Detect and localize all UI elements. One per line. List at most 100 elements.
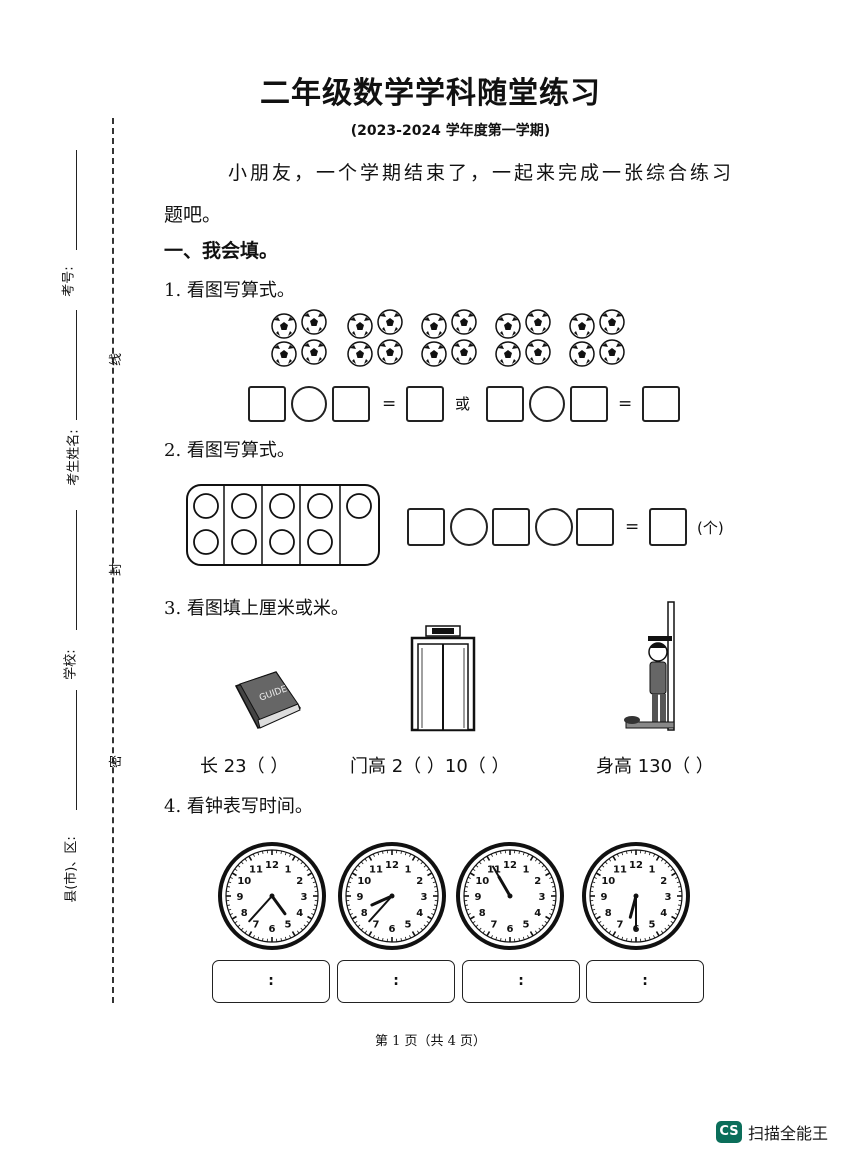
clock-number: 1 (523, 864, 530, 875)
book-illustration: GUIDE (234, 671, 302, 729)
minute-hand (368, 895, 393, 923)
clock-number: 4 (534, 908, 541, 919)
clock-answer-box-2[interactable]: : (337, 960, 455, 1003)
elevator-door-illustration (410, 625, 476, 732)
exam-no-label: 考号: (61, 266, 77, 297)
q2-label: 2. 看图写算式。 (164, 440, 295, 461)
q1-box-4[interactable] (486, 386, 524, 422)
ball-group-1 (271, 309, 327, 367)
ball-group-5 (569, 309, 625, 367)
q2-equals: = (625, 517, 640, 537)
clock-number: 7 (491, 920, 498, 931)
clock-number: 12 (265, 860, 279, 871)
q2-box-4[interactable] (649, 508, 687, 546)
q1-or: 或 (455, 395, 471, 413)
q1-box-1[interactable] (248, 386, 286, 422)
clock-number: 3 (539, 892, 546, 903)
page-footer: 第 1 页（共 4 页） (374, 1034, 487, 1049)
q2-unit: (个) (697, 519, 724, 537)
q2-box-2[interactable] (492, 508, 530, 546)
q3-fill-book[interactable]: 长 23（ ） (200, 756, 289, 777)
school-line (76, 510, 77, 630)
county-line (76, 690, 77, 810)
clock-number: 9 (357, 892, 364, 903)
clock-number: 6 (507, 924, 514, 935)
q1-box-5[interactable] (570, 386, 608, 422)
intro-line-1: 小朋友，一个学期结束了，一起来完成一张综合练习 (228, 162, 735, 184)
clock-number: 9 (237, 892, 244, 903)
clock-answer-box-3[interactable]: : (462, 960, 580, 1003)
q2-circle-2[interactable] (535, 508, 573, 546)
clock-number: 6 (389, 924, 396, 935)
clock-number: 12 (629, 860, 643, 871)
clock-number: 8 (605, 908, 612, 919)
clock-answer-box-1[interactable]: : (212, 960, 330, 1003)
clock-number: 8 (361, 908, 368, 919)
q3-label: 3. 看图填上厘米或米。 (164, 598, 349, 619)
clock-number: 10 (601, 876, 615, 887)
soccer-balls-illustration (271, 309, 625, 367)
clock-number: 7 (253, 920, 260, 931)
q3-fill-door[interactable]: 门高 2（ ）10（ ） (350, 756, 510, 777)
clock-number: 2 (296, 876, 303, 887)
clock-number: 12 (503, 860, 517, 871)
clock-number: 5 (649, 920, 656, 931)
page-subtitle: (2023-2024 学年度第一学期) (350, 123, 551, 139)
clock-number: 3 (301, 892, 308, 903)
hour-hand (270, 894, 287, 916)
q2-box-3[interactable] (576, 508, 614, 546)
section-heading: 一、我会填。 (164, 240, 279, 262)
clock-number: 3 (421, 892, 428, 903)
hour-hand (370, 894, 394, 907)
minute-hand (248, 895, 273, 923)
clock-number: 10 (475, 876, 489, 887)
clock-number: 2 (534, 876, 541, 887)
clock-number: 4 (296, 908, 303, 919)
clock-number: 1 (285, 864, 292, 875)
clock-number: 4 (660, 908, 667, 919)
name-line (76, 310, 77, 420)
q1-equals-2: = (618, 394, 633, 414)
clock-number: 9 (601, 892, 608, 903)
ball-group-3 (421, 309, 477, 367)
q1-box-6[interactable] (642, 386, 680, 422)
ten-frame-illustration (186, 484, 380, 566)
height-measure-illustration (624, 601, 675, 731)
clock-number: 3 (665, 892, 672, 903)
clock-number: 11 (249, 864, 263, 875)
q2-box-1[interactable] (407, 508, 445, 546)
clock-number: 11 (369, 864, 383, 875)
clock-number: 1 (649, 864, 656, 875)
q4-label: 4. 看钟表写时间。 (164, 796, 313, 817)
q1-circle-2[interactable] (529, 386, 565, 422)
q1-equals-1: = (382, 394, 397, 414)
q1-circle-1[interactable] (291, 386, 327, 422)
q3-fill-height[interactable]: 身高 130（ ） (596, 756, 714, 777)
clock-number: 5 (285, 920, 292, 931)
clock-number: 1 (405, 864, 412, 875)
binding-dashed-line (112, 118, 114, 1003)
q1-label: 1. 看图写算式。 (164, 280, 295, 301)
clock-number: 8 (241, 908, 248, 919)
clock-number: 6 (269, 924, 276, 935)
clock-number: 11 (613, 864, 627, 875)
clock-number: 7 (617, 920, 624, 931)
exam-no-line (76, 150, 77, 250)
clock-number: 5 (405, 920, 412, 931)
clock-number: 7 (373, 920, 380, 931)
q1-box-2[interactable] (332, 386, 370, 422)
seal-secret-char: 密 (109, 754, 125, 769)
name-label: 考生姓名: (66, 429, 82, 486)
q1-box-3[interactable] (406, 386, 444, 422)
clock-number: 10 (237, 876, 251, 887)
clock-number: 4 (416, 908, 423, 919)
ball-group-4 (495, 309, 551, 367)
q2-circle-1[interactable] (450, 508, 488, 546)
clock-number: 5 (523, 920, 530, 931)
clock-number: 8 (479, 908, 486, 919)
county-label: 县(市)、区: (63, 836, 79, 903)
clock-answer-box-4[interactable]: : (586, 960, 704, 1003)
